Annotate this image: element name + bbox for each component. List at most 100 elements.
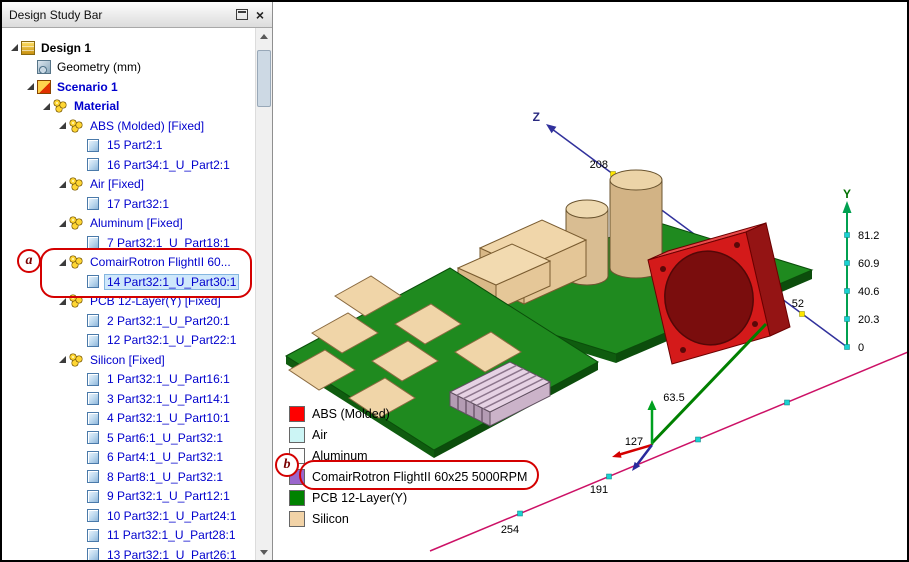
z-axis-label: Z xyxy=(533,110,540,124)
float-panel-icon[interactable] xyxy=(235,9,248,20)
y-tick-marker xyxy=(844,232,850,238)
tree-item-label: 17 Part32:1 xyxy=(107,196,170,211)
expand-arrow-icon[interactable] xyxy=(56,219,69,228)
tree-item[interactable]: 11 Part32:1_U_Part28:1 xyxy=(2,526,255,546)
panel-titlebar: Design Study Bar × xyxy=(2,2,272,28)
legend-label: ComairRotron FlightII 60x25 5000RPM xyxy=(312,470,528,484)
silicon-pad[interactable] xyxy=(288,349,356,391)
legend-label: PCB 12-Layer(Y) xyxy=(312,491,408,505)
heatsink-fin xyxy=(476,374,538,406)
expand-arrow-icon[interactable] xyxy=(56,121,69,130)
capacitor-top xyxy=(565,199,609,219)
annotation-b-letter: b xyxy=(283,457,291,472)
heatsink[interactable] xyxy=(448,361,552,427)
material-icon xyxy=(53,99,68,114)
legend-color-swatch xyxy=(289,490,305,506)
tree-item-label: 8 Part8:1_U_Part32:1 xyxy=(107,469,224,484)
silicon-pad[interactable] xyxy=(371,340,439,382)
legend-item: ABS (Molded) xyxy=(289,406,527,422)
tree-item-label: 4 Part32:1_U_Part10:1 xyxy=(107,411,230,426)
tree-item[interactable]: Geometry (mm) xyxy=(2,58,255,78)
silicon-pad[interactable] xyxy=(394,303,462,345)
silicon-pad[interactable] xyxy=(454,331,522,373)
fan-axis-line xyxy=(650,322,768,445)
tree-item[interactable]: 17 Part32:1 xyxy=(2,194,255,214)
tree-item[interactable]: Aluminum [Fixed] xyxy=(2,214,255,234)
capacitor-top xyxy=(609,169,663,191)
legend-label: Air xyxy=(312,428,328,442)
silicon-pad[interactable] xyxy=(334,275,402,317)
tree-item[interactable]: 3 Part32:1_U_Part14:1 xyxy=(2,389,255,409)
x-tick-marker xyxy=(784,399,790,406)
fan[interactable] xyxy=(647,222,791,365)
tree-item[interactable]: Material xyxy=(2,97,255,117)
tree-item-label: Design 1 xyxy=(41,40,92,55)
tree-item-label: 5 Part6:1_U_Part32:1 xyxy=(107,430,224,445)
tree-item[interactable]: 13 Part32:1_U_Part26:1 xyxy=(2,545,255,560)
scroll-up-button[interactable] xyxy=(256,28,272,44)
box-face xyxy=(456,243,552,286)
tree-item[interactable]: 6 Part4:1_U_Part32:1 xyxy=(2,448,255,468)
part-icon xyxy=(87,450,99,464)
tree-item[interactable]: 5 Part6:1_U_Part32:1 xyxy=(2,428,255,448)
silicon-pad[interactable] xyxy=(348,377,416,419)
3d-viewport[interactable]: Z 208 52 Y 81.2 60.9 40.6 20.3 0 xyxy=(272,2,907,560)
expand-arrow-icon[interactable] xyxy=(56,297,69,306)
tree-item[interactable]: 15 Part2:1 xyxy=(2,136,255,156)
expand-arrow-icon[interactable] xyxy=(56,180,69,189)
tree-item[interactable]: ABS (Molded) [Fixed] xyxy=(2,116,255,136)
tree-item[interactable]: 12 Part32:1_U_Part22:1 xyxy=(2,331,255,351)
tree-item-label: 2 Part32:1_U_Part20:1 xyxy=(107,313,230,328)
tree-item[interactable]: 9 Part32:1_U_Part12:1 xyxy=(2,487,255,507)
expand-arrow-icon[interactable] xyxy=(24,82,37,91)
triad-y-arrowhead xyxy=(647,400,657,410)
expand-arrow-icon[interactable] xyxy=(8,43,21,52)
fan-mount-hole xyxy=(680,347,686,353)
matgroup-icon xyxy=(69,118,84,133)
y-tick-marker xyxy=(844,316,850,322)
scenario-icon xyxy=(37,79,51,94)
expand-arrow-icon[interactable] xyxy=(56,355,69,364)
scroll-down-button[interactable] xyxy=(256,544,272,560)
y-axis-label: Y xyxy=(843,187,851,201)
tree-item[interactable]: Air [Fixed] xyxy=(2,175,255,195)
part-icon xyxy=(87,470,99,484)
x-axis: 63.5 127 191 254 xyxy=(429,351,907,552)
tree-item[interactable]: Scenario 1 xyxy=(2,77,255,97)
silicon-pads[interactable] xyxy=(288,275,522,419)
tree-item[interactable]: 10 Part32:1_U_Part24:1 xyxy=(2,506,255,526)
legend-label: Silicon xyxy=(312,512,349,526)
matgroup-icon xyxy=(69,255,84,270)
tree-item[interactable]: 8 Part8:1_U_Part32:1 xyxy=(2,467,255,487)
legend-item: PCB 12-Layer(Y) xyxy=(289,490,527,506)
triad-z-arrow xyxy=(635,444,653,467)
tree-item[interactable]: ComairRotron FlightII 60... xyxy=(2,253,255,273)
triad-x-arrow xyxy=(617,443,653,457)
tree-item[interactable]: 16 Part34:1_U_Part2:1 xyxy=(2,155,255,175)
y-axis-arrowhead xyxy=(842,201,852,213)
scrollbar-thumb[interactable] xyxy=(257,50,271,107)
tree-item[interactable]: 14 Part32:1_U_Part30:1 xyxy=(2,272,255,292)
tree-item[interactable]: Design 1 xyxy=(2,38,255,58)
part-icon xyxy=(87,158,99,172)
tree-item[interactable]: 4 Part32:1_U_Part10:1 xyxy=(2,409,255,429)
tree-scrollbar[interactable] xyxy=(255,28,272,560)
silicon-pad[interactable] xyxy=(311,312,379,354)
fan-intake-circle xyxy=(664,250,754,346)
heatsink-fin xyxy=(469,371,531,403)
x-tick-label: 191 xyxy=(590,484,608,496)
close-icon[interactable]: × xyxy=(255,6,264,23)
expand-arrow-icon[interactable] xyxy=(40,102,53,111)
part-icon xyxy=(87,509,99,523)
tree-item[interactable]: 1 Part32:1_U_Part16:1 xyxy=(2,370,255,390)
tree-item[interactable]: 2 Part32:1_U_Part20:1 xyxy=(2,311,255,331)
tree-item[interactable]: 7 Part32:1_U_Part18:1 xyxy=(2,233,255,253)
triad-x-arrowhead xyxy=(612,451,622,458)
tree-item-label: 1 Part32:1_U_Part16:1 xyxy=(107,372,230,387)
design-icon xyxy=(21,40,35,55)
tree-item[interactable]: Silicon [Fixed] xyxy=(2,350,255,370)
part-icon xyxy=(87,411,99,425)
expand-arrow-icon[interactable] xyxy=(56,258,69,267)
legend-item: Air xyxy=(289,427,527,443)
